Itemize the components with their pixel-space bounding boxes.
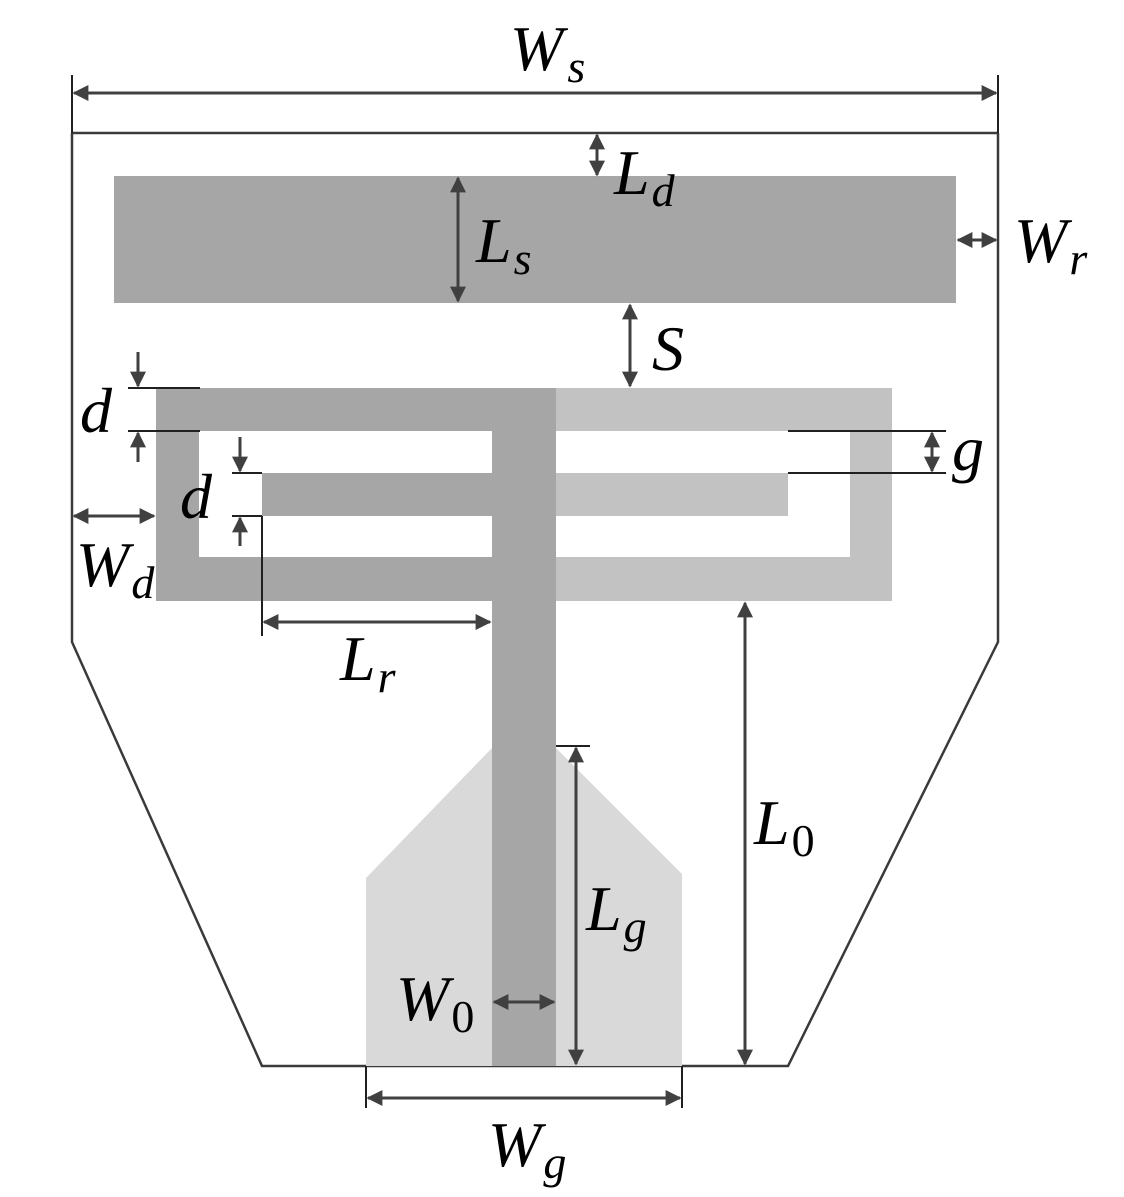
label-ls: Ls bbox=[475, 205, 532, 284]
label-lr: Lr bbox=[339, 623, 397, 702]
label-s: S bbox=[652, 313, 684, 384]
left-resonator bbox=[156, 388, 492, 601]
dimension-arrows bbox=[72, 85, 998, 1106]
label-lg: Lg bbox=[585, 873, 647, 952]
dimension-labels: Ws Ld Ls Wr S d d g Wd Lr L0 Lg W0 Wg bbox=[76, 13, 1088, 1188]
label-wd: Wd bbox=[76, 529, 155, 608]
label-d1: d bbox=[80, 375, 113, 446]
right-resonator bbox=[556, 388, 892, 601]
label-w0: W0 bbox=[396, 963, 474, 1042]
label-l0: L0 bbox=[753, 787, 815, 866]
label-d2: d bbox=[180, 461, 213, 532]
label-ld: Ld bbox=[613, 137, 676, 216]
label-ws: Ws bbox=[510, 13, 585, 92]
label-g: g bbox=[952, 413, 984, 484]
feed-line bbox=[492, 388, 556, 1066]
label-wr: Wr bbox=[1014, 205, 1088, 284]
parasitic-strip bbox=[114, 176, 956, 303]
extension-lines bbox=[71, 75, 999, 1108]
label-wg: Wg bbox=[488, 1109, 566, 1188]
